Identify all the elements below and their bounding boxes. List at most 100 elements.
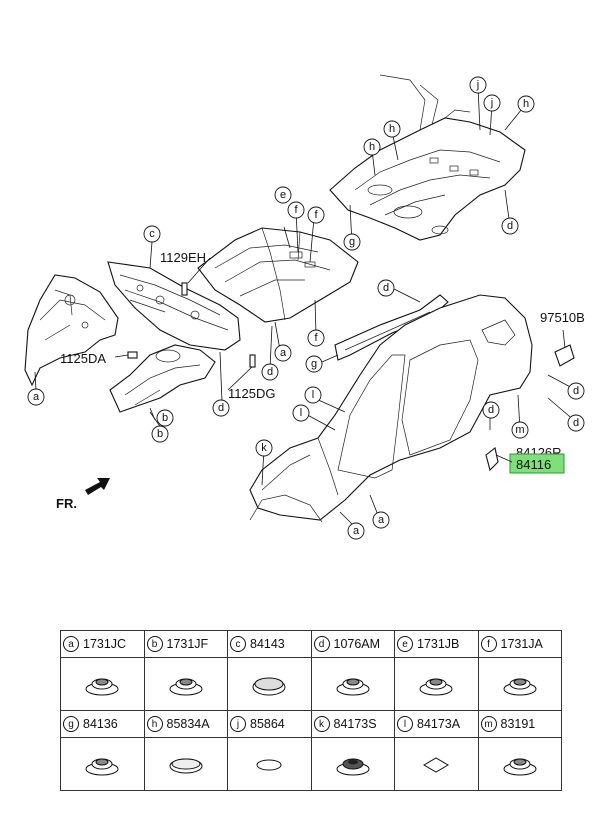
callout-f: f [307,329,325,347]
callout-j: j [483,94,501,112]
svg-text:d: d [573,417,579,429]
callout-d: d [567,414,585,432]
callout-d: d [212,399,230,417]
legend-image-row [60,737,562,791]
callout-f: f [287,201,305,219]
legend-code: 85834A [166,717,210,731]
svg-text:f: f [294,204,298,216]
svg-text:d: d [218,402,224,414]
part-number-1129eh: 1129EH [160,250,206,265]
front-floor-member [109,344,216,413]
callout-h: h [517,95,535,113]
front-side-member [24,274,119,387]
svg-text:l: l [300,407,302,419]
parts-exploded-diagram: FR. 1129EH 1125DA 1125DG 97510B 84126R 8… [24,74,585,540]
legend-letter: k [313,716,330,732]
svg-text:d: d [383,282,389,294]
grommet-plug-icon [479,738,562,790]
bolt-1125da [127,351,138,359]
callout-a: a [372,511,390,529]
legend-letter: f [480,636,497,652]
svg-text:a: a [378,514,385,526]
legend-cell-c: c 84143 [228,631,311,657]
grommet-plug-icon [395,658,478,710]
legend-code: 84143 [250,637,285,651]
part-number-84116: 84116 [516,457,551,472]
highlight-box [509,453,565,474]
callout-l: l [304,386,322,404]
grommet-plug-icon [145,658,228,710]
legend-code: 1731JB [417,637,460,651]
svg-text:d: d [488,404,494,416]
callout-e: e [274,186,292,204]
svg-text:g: g [349,236,355,248]
callout-d: d [377,279,395,297]
legend-image-row [60,657,562,711]
svg-text:j: j [490,97,493,109]
svg-text:a: a [33,391,40,403]
svg-text:h: h [389,123,395,135]
diamond-pad-icon [395,738,478,790]
callout-a: a [274,344,292,362]
callout-a: a [347,522,365,540]
legend-letter: e [397,636,413,652]
svg-text:d: d [507,220,513,232]
svg-text:m: m [515,424,524,436]
thin-oval-icon [228,738,311,790]
part-number-1125da: 1125DA [60,351,106,366]
legend-code: 84136 [83,717,118,731]
grommet-plug-icon [312,658,395,710]
flat-disc-icon [145,738,228,790]
bolt-1125dg [249,354,256,368]
svg-text:d: d [573,385,579,397]
legend-code: 84173S [333,717,377,731]
callout-d: d [482,401,500,419]
legend-code: 1731JF [166,637,209,651]
dark-grommet-icon [312,738,395,790]
callout-d: d [261,363,279,381]
grommet-plug-icon [61,738,144,790]
bolt-1129eh [181,282,188,296]
legend-letter: d [313,636,330,652]
oval-plug-icon [228,658,311,710]
legend-letter: j [230,716,246,732]
legend-letter: c [230,636,246,652]
legend-code: 83191 [500,717,536,731]
callout-c: c [143,225,161,243]
svg-text:k: k [261,442,267,454]
callout-b: b [151,425,169,443]
svg-text:f: f [314,332,318,344]
svg-text:d: d [267,366,273,378]
bracket-97510b [554,344,575,367]
trim-84116 [485,447,499,472]
grommet-plug-icon [61,658,144,710]
svg-text:b: b [162,412,168,424]
legend-letter: g [63,716,79,732]
callout-b: b [156,409,174,427]
callout-g: g [305,355,323,373]
svg-text:l: l [312,389,314,401]
callout-k: k [255,439,273,457]
dash-panel [107,261,241,351]
legend-code: 84173A [417,717,461,731]
svg-text:c: c [149,228,155,240]
legend-code: 1731JC [83,637,127,651]
part-number-1125dg: 1125DG [228,386,275,401]
callout-h: h [363,138,381,156]
legend-code: 1731JA [500,637,543,651]
svg-text:e: e [280,189,286,201]
callout-f: f [307,206,325,224]
legend-cell-g: g 84136 [61,711,144,737]
svg-text:h: h [369,141,375,153]
